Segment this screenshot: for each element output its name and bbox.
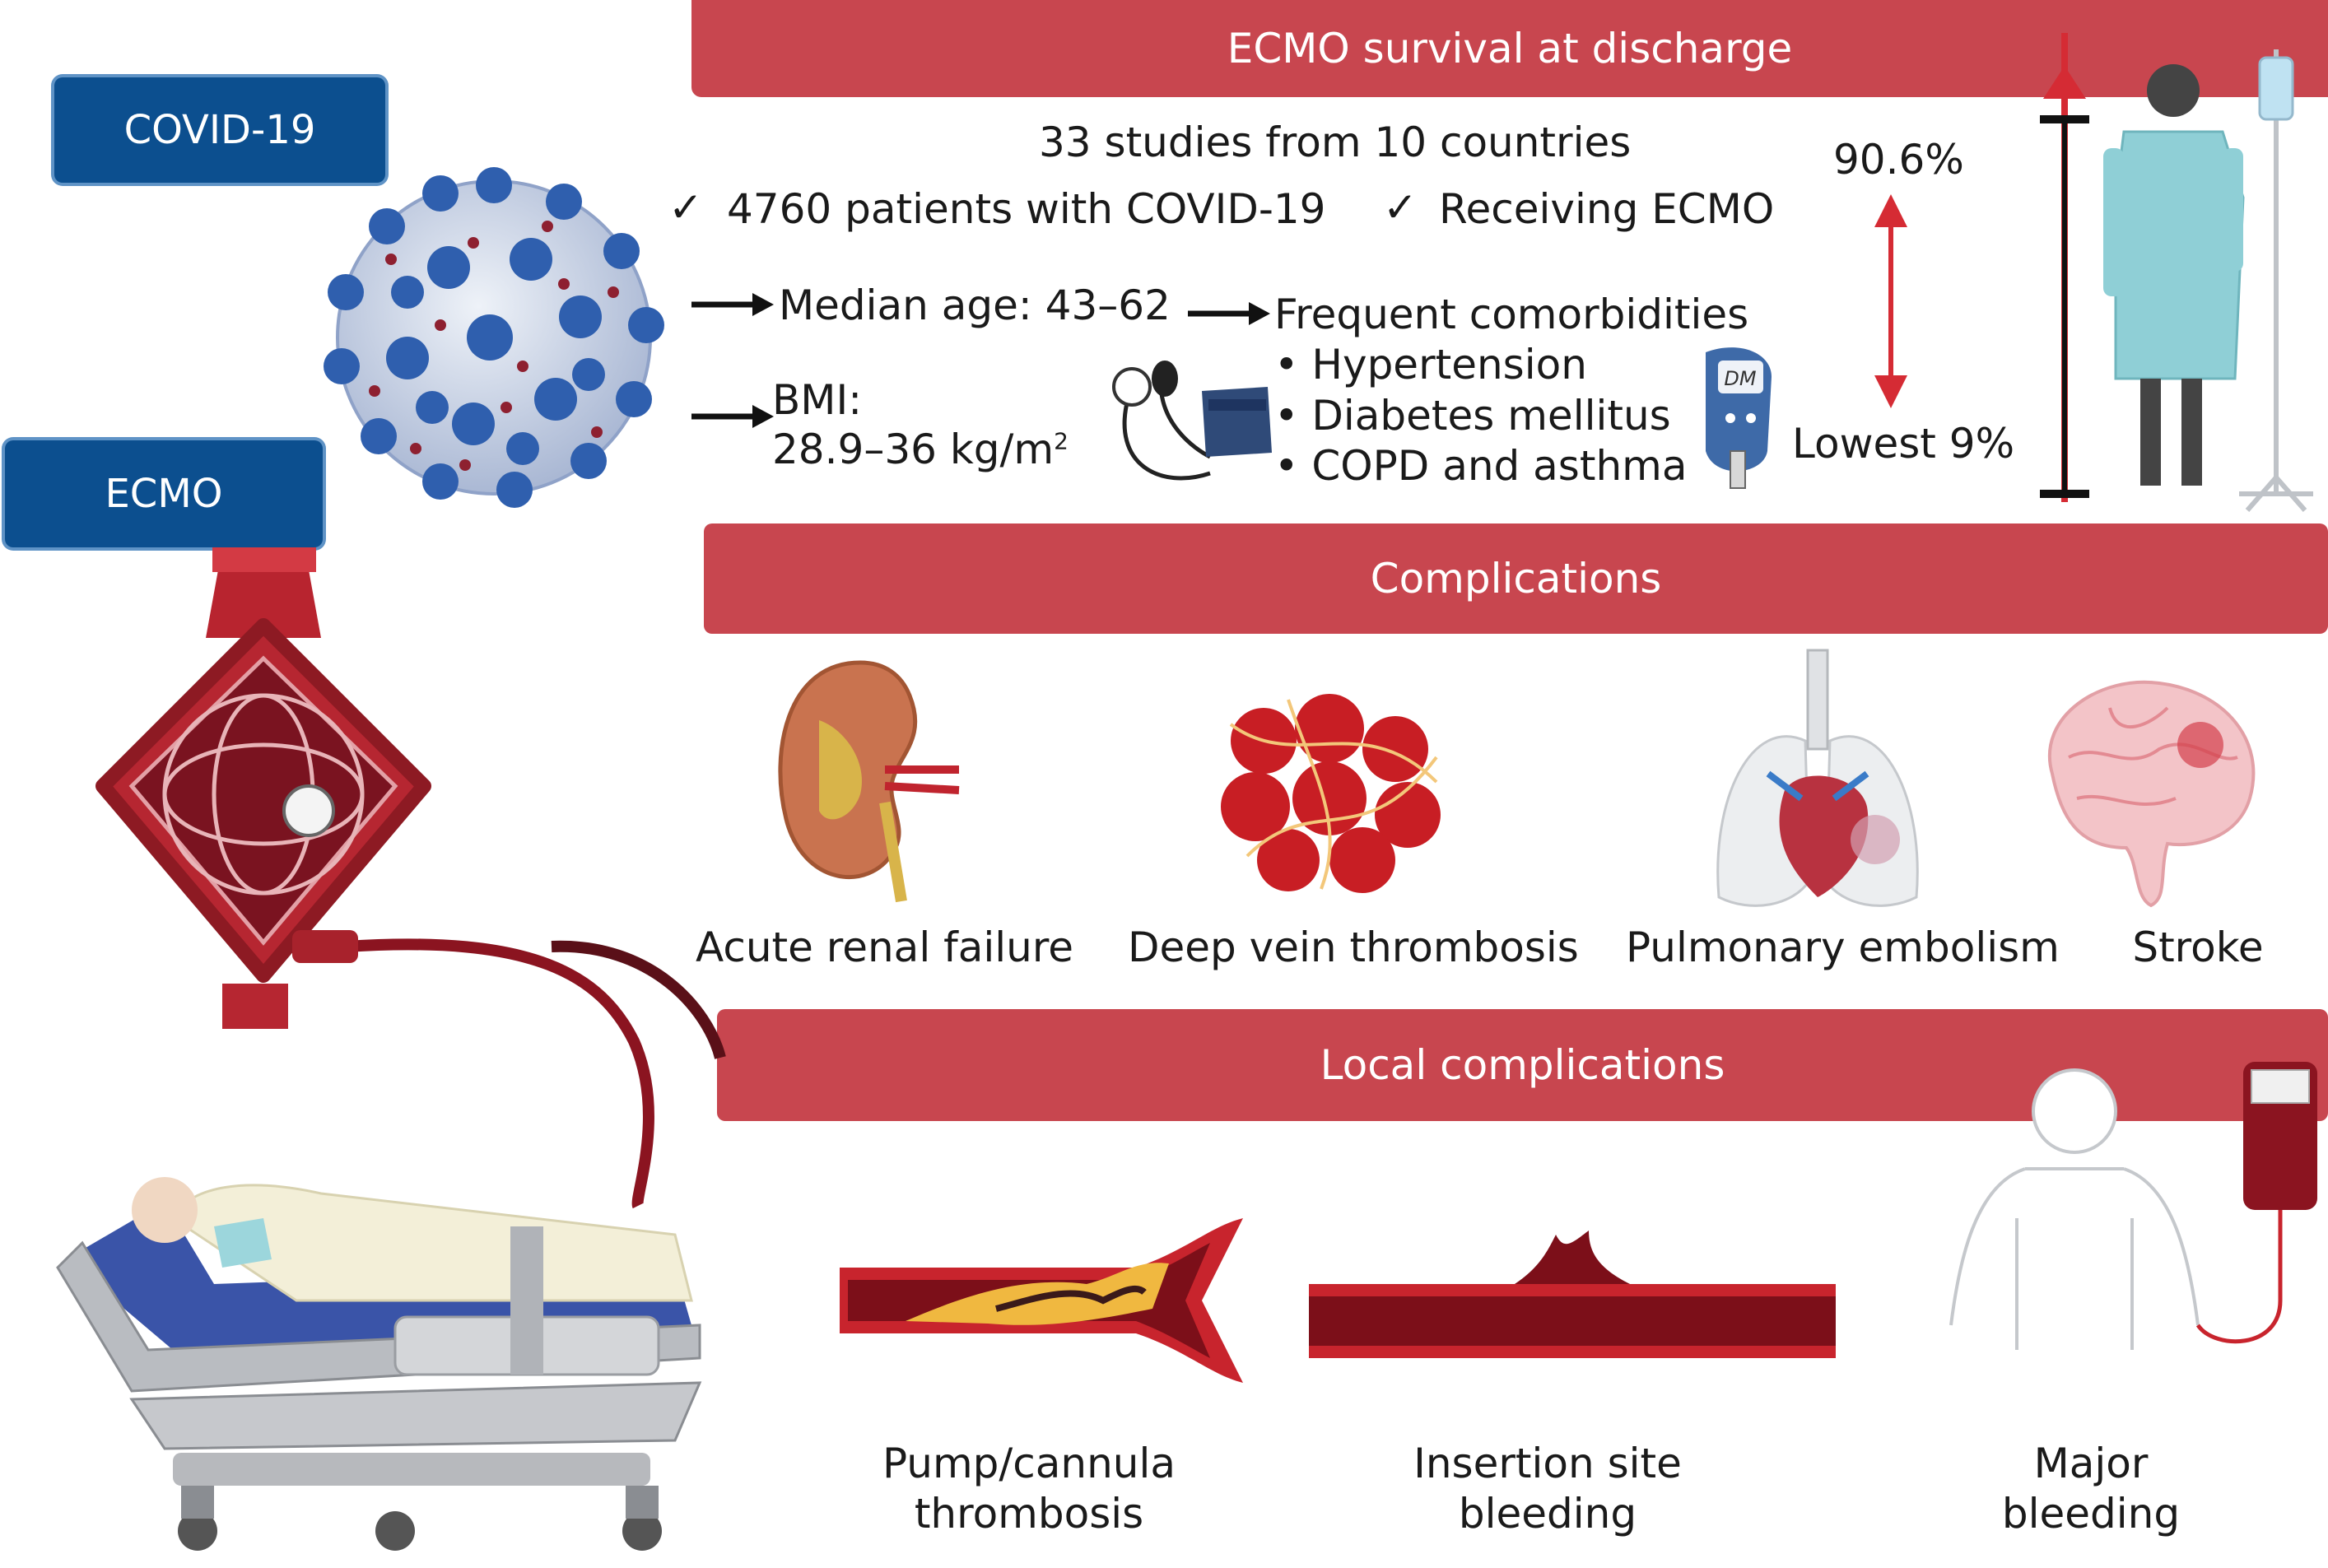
local-complication-line: bleeding: [2001, 1490, 2181, 1538]
complication-label: Stroke: [2132, 924, 2264, 971]
local-complication-line: thrombosis: [914, 1490, 1144, 1538]
complication-label: Pulmonary embolism: [1626, 924, 2060, 971]
check-mark-1: ✓: [668, 184, 703, 231]
complication-label: Deep vein thrombosis: [1128, 924, 1579, 971]
bmi-label: BMI:: [772, 376, 863, 424]
thrombosed-vessel-icon: [840, 1218, 1243, 1383]
local-complication-line: bleeding: [1458, 1490, 1637, 1538]
complication-label: Acute renal failure: [696, 924, 1074, 971]
median-age-text: Median age: 43–62: [779, 281, 1171, 329]
studies-text: 33 studies from 10 countries: [1039, 119, 1632, 166]
blood-clot-icon: [1221, 694, 1441, 893]
lungs-heart-icon: [1716, 649, 1919, 907]
local-complication-line: Insertion site: [1413, 1440, 1682, 1487]
hospital-bed-icon: [56, 1177, 702, 1551]
comorbidities-title: Frequent comorbidities: [1274, 291, 1749, 338]
patient-iv-icon: [2040, 33, 2313, 512]
comorbidity-item: • Hypertension: [1274, 341, 1587, 389]
local-complication-line: Pump/cannula: [882, 1440, 1176, 1487]
virus-icon: [324, 167, 664, 508]
receiving-ecmo-text: Receiving ECMO: [1439, 185, 1775, 233]
arrow-icon: [1188, 302, 1270, 325]
ecmo-pump-icon: [95, 547, 726, 1209]
comorbidity-item: • Diabetes mellitus: [1274, 392, 1671, 440]
brain-icon: [2047, 680, 2256, 908]
arrow-icon: [691, 405, 774, 428]
survival-high: 90.6%: [1833, 136, 1964, 184]
patients-text: 4760 patients with COVID-19: [727, 185, 1326, 233]
kidney-icon: [778, 660, 960, 903]
arrow-icon: [691, 293, 774, 316]
covid-label: COVID-19: [54, 77, 385, 183]
ecmo-label: ECMO: [5, 440, 323, 547]
survival-low: Lowest 9%: [1792, 420, 2015, 468]
glucometer-label: DM: [1724, 367, 1756, 390]
bmi-value: 28.9–36 kg/m2: [772, 425, 1069, 474]
glucometer-icon: DM: [1706, 347, 1772, 489]
local-complication-line: Major: [2033, 1440, 2149, 1487]
blood-pressure-monitor-icon: [1112, 361, 1272, 481]
check-mark-2: ✓: [1383, 184, 1418, 231]
bleeding-vessel-icon: [1309, 1231, 1836, 1358]
torso-transfusion-icon: [1949, 1062, 2317, 1350]
double-arrow-icon: [1874, 194, 1907, 408]
comorbidity-item: • COPD and asthma: [1274, 442, 1688, 490]
bmi-value-text: 28.9–36 kg/m: [772, 426, 1055, 473]
bmi-unit-superscript: 2: [1054, 427, 1069, 455]
complications-banner: Complications: [704, 523, 2328, 634]
